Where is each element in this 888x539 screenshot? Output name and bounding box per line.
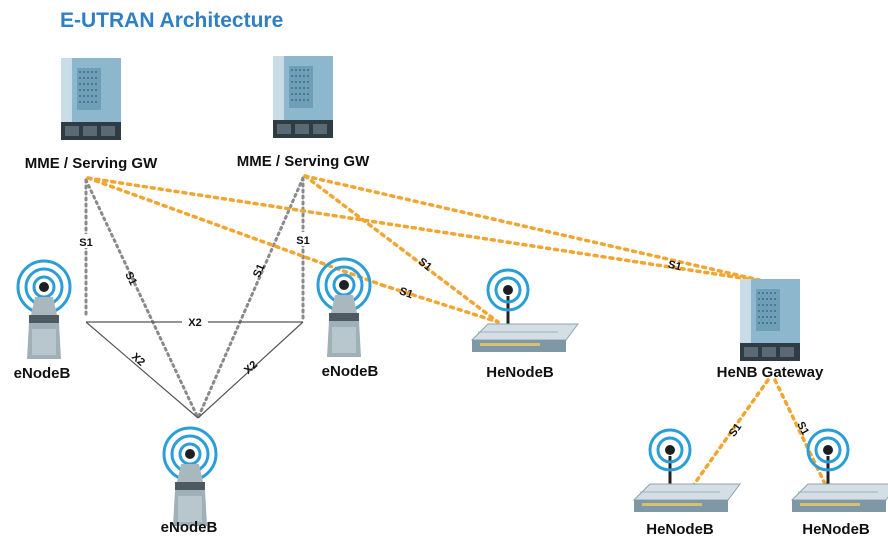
x2-link-right [197,321,304,419]
s1-label: S1 [122,270,139,287]
henb-gateway-icon [739,278,801,362]
henodeb-icon [790,428,888,514]
x2-label: X2 [129,351,147,369]
enodeb-icon [162,426,218,528]
node-label-mme-right: MME / Serving GW [237,153,370,170]
s1-link-mme2-gateway [303,174,770,284]
mme-server-icon [60,57,122,141]
s1-link-mme1-enb-bottom [84,178,200,420]
s1-link-mme2-enb-bottom [196,176,305,420]
s1-label: S1 [398,285,415,301]
x2-label: X2 [188,317,201,329]
node-label-enodeb-left: eNodeB [14,365,71,382]
node-label-mme-left: MME / Serving GW [25,155,158,172]
node-label-henodeb-mid: HeNodeB [486,364,554,381]
x2-links [85,321,304,419]
node-label-henodeb-bottom-left: HeNodeB [646,521,714,538]
s1-label: S1 [296,235,309,247]
s1-link-gw-henb-left [688,378,770,492]
x2-link-left [85,321,199,419]
x2-label: X2 [242,359,260,377]
s1-label: S1 [79,237,92,249]
s1-henb-links [86,174,828,492]
node-label-enodeb-bottom: eNodeB [161,519,218,536]
s1-label: S1 [667,259,683,274]
s1-enodeb-links [84,176,305,420]
s1-label: S1 [251,262,267,279]
s1-link-mme1-gateway [86,176,770,284]
s1-link-mme1-right-enb [86,176,384,287]
enodeb-icon [316,257,372,359]
henodeb-icon [470,268,580,354]
node-label-henodeb-bottom-right: HeNodeB [802,521,870,538]
s1-link-enb-henb [380,283,500,324]
interface-labels: S1 S1 S1 S1 S1 S1 S1 S1 S1 X2 X2 X2 [74,232,811,439]
node-label-henb-gateway: HeNB Gateway [717,364,824,381]
node-label-enodeb-right: eNodeB [322,363,379,380]
s1-label: S1 [727,421,745,439]
s1-label: S1 [794,420,811,438]
s1-link-mme2-henb [303,174,500,324]
s1-label: S1 [416,256,434,274]
diagram-title: E-UTRAN Architecture [60,9,283,32]
enodeb-icon [16,259,72,361]
mme-server-icon [272,55,334,139]
